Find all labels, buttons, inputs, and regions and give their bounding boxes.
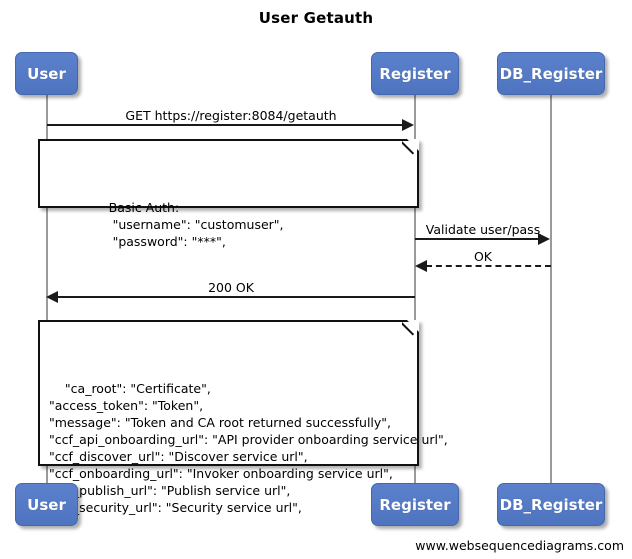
message-line-200-ok bbox=[58, 296, 415, 298]
footer-watermark: www.websequencediagrams.com bbox=[415, 538, 624, 553]
message-label-validate-user-pass: Validate user/pass bbox=[425, 222, 541, 237]
actor-user-top[interactable]: User bbox=[15, 52, 78, 95]
page-title: User Getauth bbox=[258, 9, 374, 27]
arrowhead-left-icon bbox=[46, 291, 58, 303]
message-label-ok: OK bbox=[473, 249, 493, 264]
message-label-get-getauth: GET https://register:8084/getauth bbox=[125, 108, 337, 123]
message-line-ok bbox=[426, 265, 551, 267]
actor-db-register-bottom[interactable]: DB_Register bbox=[497, 483, 605, 526]
actor-register-top[interactable]: Register bbox=[371, 52, 459, 95]
note-token-response: "ca_root": "Certificate", "access_token"… bbox=[38, 320, 448, 515]
actor-register-bottom[interactable]: Register bbox=[371, 483, 459, 526]
actor-db-register-top[interactable]: DB_Register bbox=[497, 52, 605, 95]
note-token-response-text: "ca_root": "Certificate", "access_token"… bbox=[49, 381, 448, 515]
note-fold-line-icon bbox=[402, 320, 419, 337]
lifeline-register bbox=[414, 95, 416, 485]
lifeline-user bbox=[46, 95, 48, 485]
note-basic-auth-text: Basic Auth: "username": "customuser", "p… bbox=[108, 200, 284, 249]
message-label-200-ok: 200 OK bbox=[208, 280, 254, 295]
lifeline-db-register bbox=[550, 95, 552, 485]
arrowhead-right-icon bbox=[402, 119, 414, 131]
arrowhead-right-icon bbox=[538, 233, 550, 245]
note-basic-auth: Basic Auth: "username": "customuser", "p… bbox=[38, 139, 419, 249]
message-line-get-getauth bbox=[47, 124, 404, 126]
message-line-validate-user-pass bbox=[415, 238, 540, 240]
actor-user-bottom[interactable]: User bbox=[15, 483, 78, 526]
note-fold-line-icon bbox=[402, 139, 419, 156]
arrowhead-left-icon bbox=[415, 260, 427, 272]
